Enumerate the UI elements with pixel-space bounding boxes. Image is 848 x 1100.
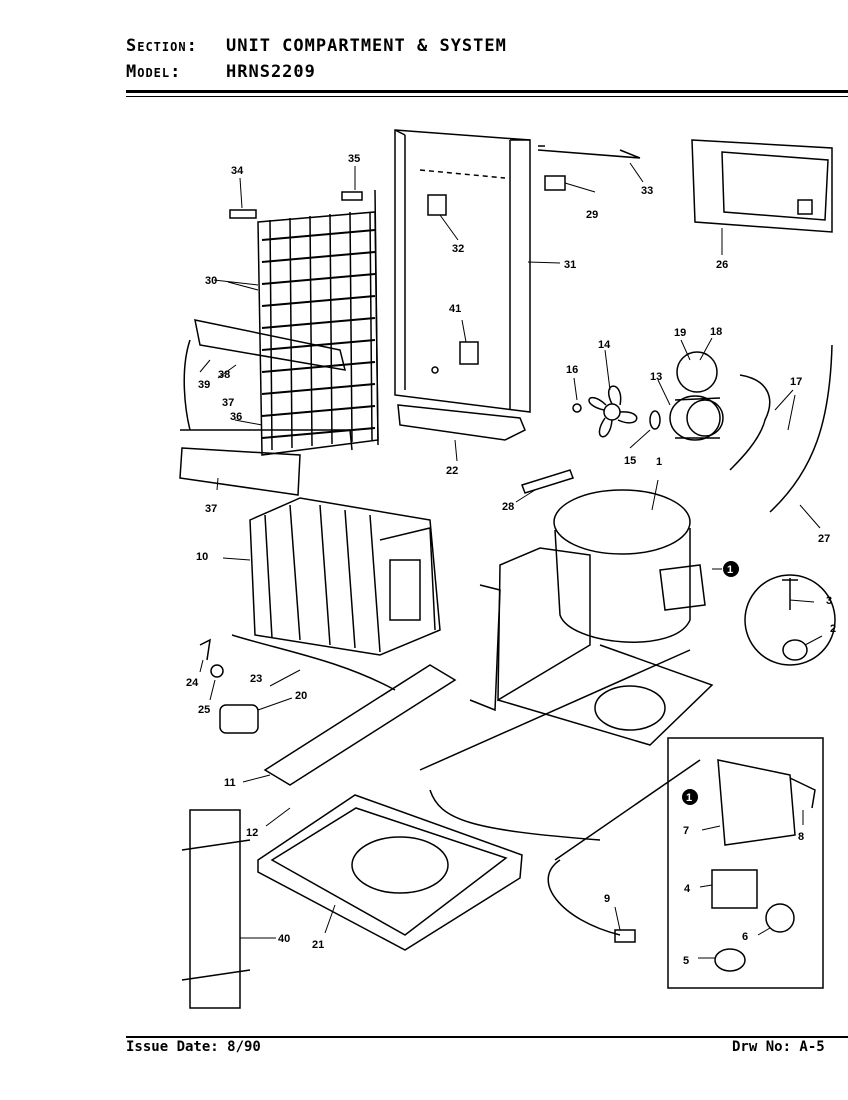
callout-26: 26 xyxy=(716,259,728,271)
spacer-15 xyxy=(649,410,661,430)
callout-37-upper: 37 xyxy=(222,397,234,409)
callout-4: 4 xyxy=(684,883,691,895)
callout-3: 3 xyxy=(826,595,832,607)
callout-15: 15 xyxy=(624,455,636,467)
callout-40: 40 xyxy=(278,933,290,945)
callout-20: 20 xyxy=(295,690,307,702)
condenser-10 xyxy=(249,497,441,656)
clip-24 xyxy=(199,638,211,661)
relay-inset-box xyxy=(667,737,824,989)
section-label: Section: xyxy=(126,36,198,56)
callout-41: 41 xyxy=(449,303,461,315)
bracket-8 xyxy=(789,777,816,809)
footer-rule xyxy=(126,1036,848,1038)
callout-37-lower: 37 xyxy=(205,503,217,515)
callout-2: 2 xyxy=(830,623,836,635)
callout-10: 10 xyxy=(196,551,208,563)
relay-cover-7 xyxy=(717,759,796,846)
callout-8: 8 xyxy=(798,831,804,843)
callout-29: 29 xyxy=(586,209,598,221)
callout-27: 27 xyxy=(818,533,830,545)
marker-text-inset: 1 xyxy=(686,792,692,804)
callout-6: 6 xyxy=(742,931,748,943)
callout-33: 33 xyxy=(641,185,653,197)
motor-bracket-17 xyxy=(729,374,771,471)
section-value: UNIT COMPARTMENT & SYSTEM xyxy=(226,36,507,56)
callout-34: 34 xyxy=(231,165,244,177)
model-heading: Model: HRNS2209 xyxy=(126,62,316,82)
rail-11 xyxy=(263,664,457,786)
compressor-1 xyxy=(553,489,706,643)
section-heading: Section: UNIT COMPARTMENT & SYSTEM xyxy=(126,36,507,56)
callout-25: 25 xyxy=(198,704,210,716)
callout-28: 28 xyxy=(502,501,514,513)
washer-25 xyxy=(210,664,224,678)
relay-reference-marker: 1 xyxy=(712,561,739,577)
callout-32: 32 xyxy=(452,243,464,255)
callout-39: 39 xyxy=(198,379,210,391)
timer-20 xyxy=(219,704,259,734)
callout-38: 38 xyxy=(218,369,230,381)
callout-18: 18 xyxy=(710,326,722,338)
evaporator-coil-30 xyxy=(257,189,379,456)
clip-35 xyxy=(341,191,363,201)
header-rule-thick xyxy=(126,90,848,93)
callout-23: 23 xyxy=(250,673,262,685)
drier-28 xyxy=(521,469,574,494)
overload-5 xyxy=(714,948,746,972)
inset-reference-marker: 1 xyxy=(682,789,698,805)
cord-9 xyxy=(547,859,621,936)
callout-11: 11 xyxy=(224,777,236,789)
back-panel-31 xyxy=(394,129,531,413)
relay-4 xyxy=(711,869,758,909)
callout-14: 14 xyxy=(598,339,611,351)
issue-date: Issue Date: 8/90 xyxy=(126,1039,261,1055)
connector-29 xyxy=(544,175,566,191)
callout-12: 12 xyxy=(246,827,258,839)
model-label: Model: xyxy=(126,62,182,82)
tube-23 xyxy=(231,634,396,691)
mounting-detail-circle xyxy=(744,574,836,666)
rod-12 xyxy=(419,649,691,771)
callout-19: 19 xyxy=(674,327,686,339)
strip-40 xyxy=(181,809,251,1009)
model-value: HRNS2209 xyxy=(226,62,316,82)
callout-31: 31 xyxy=(564,259,576,271)
base-frame xyxy=(469,547,714,746)
callout-36: 36 xyxy=(230,411,242,423)
drawing-number: Drw No: A-5 xyxy=(732,1039,825,1055)
drain-trough-22 xyxy=(397,404,526,441)
callout-30: 30 xyxy=(205,275,217,287)
callout-5: 5 xyxy=(683,955,689,967)
callout-13: 13 xyxy=(650,371,662,383)
header-rule-thin xyxy=(126,96,848,97)
defrost-heater-parts xyxy=(179,319,353,496)
control-board-26 xyxy=(691,139,833,233)
fan-blade-14 xyxy=(588,385,638,438)
drain-pan-21 xyxy=(257,794,523,951)
bracket-6 xyxy=(765,903,795,933)
callout-9: 9 xyxy=(604,893,610,905)
fan-motor-13 xyxy=(669,395,724,441)
callout-7: 7 xyxy=(683,825,689,837)
grommet-18-19 xyxy=(676,351,718,393)
callout-35: 35 xyxy=(348,153,360,165)
washer-16 xyxy=(572,403,582,413)
tube-27 xyxy=(769,344,833,513)
bracket-34 xyxy=(229,209,257,219)
callout-22: 22 xyxy=(446,465,458,477)
wire-33 xyxy=(537,145,641,159)
callout-17: 17 xyxy=(790,376,802,388)
callout-21: 21 xyxy=(312,939,324,951)
callout-16: 16 xyxy=(566,364,578,376)
marker-text-main: 1 xyxy=(727,564,733,576)
callout-24: 24 xyxy=(186,677,199,689)
callout-1: 1 xyxy=(656,456,662,468)
